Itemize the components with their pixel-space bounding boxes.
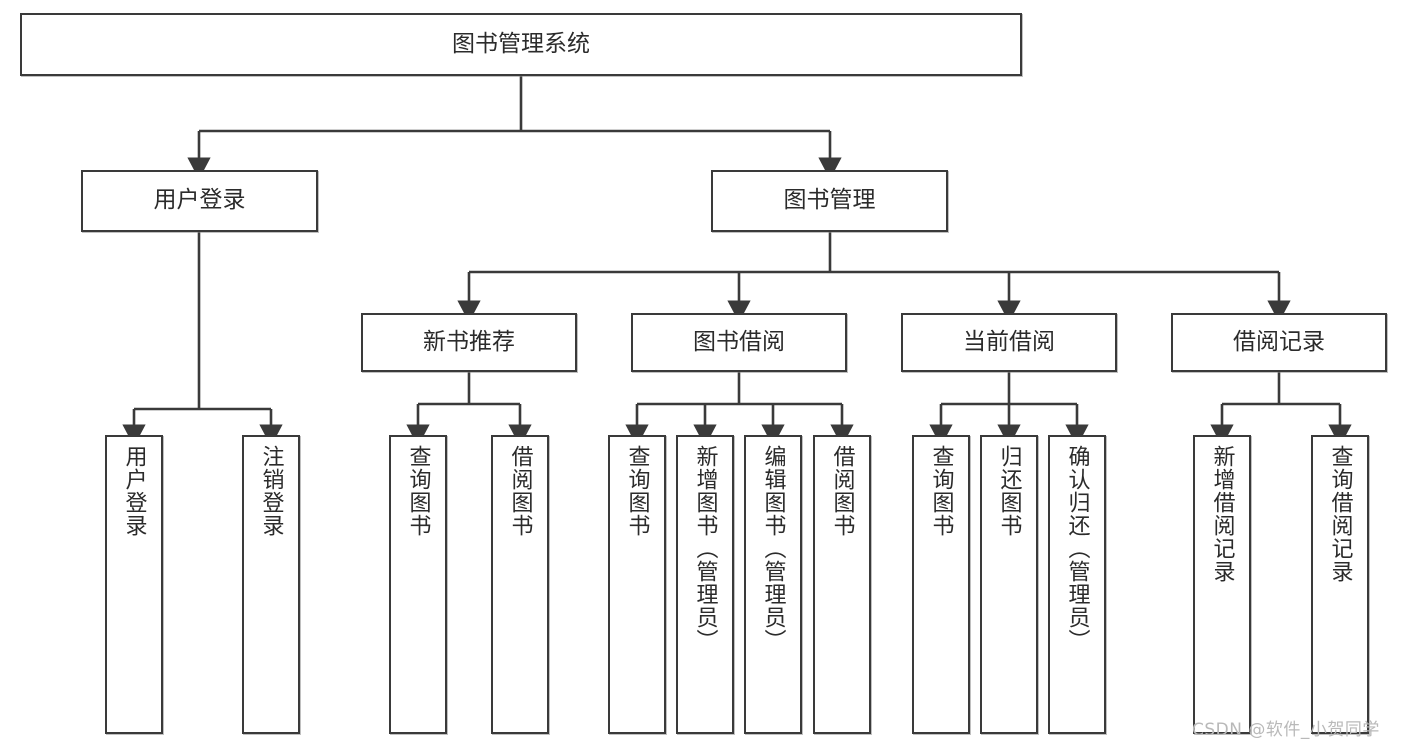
node-leaf-query-book-1[interactable]: 查询图书: [389, 435, 447, 734]
node-label: 借阅图书: [507, 445, 533, 537]
node-label: 注销登录: [258, 445, 284, 537]
node-leaf-query-book-2[interactable]: 查询图书: [608, 435, 666, 734]
node-label: 新增借阅记录: [1209, 445, 1235, 583]
node-user-login[interactable]: 用户登录: [81, 170, 318, 232]
node-label: 图书管理系统: [452, 30, 590, 57]
node-label: 归还图书: [996, 445, 1022, 537]
node-label: 图书借阅: [693, 328, 785, 355]
node-leaf-confirm-return[interactable]: 确认归还（管理员）: [1048, 435, 1106, 734]
node-label: 查询图书: [405, 445, 431, 537]
node-leaf-logout[interactable]: 注销登录: [242, 435, 300, 734]
node-new-book-recommend[interactable]: 新书推荐: [361, 313, 577, 372]
node-label: 借阅图书: [829, 445, 855, 537]
node-leaf-borrow-book-1[interactable]: 借阅图书: [491, 435, 549, 734]
node-label: 查询图书: [928, 445, 954, 537]
node-root-system[interactable]: 图书管理系统: [20, 13, 1022, 76]
node-current-borrow[interactable]: 当前借阅: [901, 313, 1117, 372]
node-leaf-query-record[interactable]: 查询借阅记录: [1311, 435, 1369, 734]
node-book-borrow[interactable]: 图书借阅: [631, 313, 847, 372]
node-label: 新书推荐: [423, 328, 515, 355]
node-label: 查询图书: [624, 445, 650, 537]
node-leaf-edit-book[interactable]: 编辑图书（管理员）: [744, 435, 802, 734]
node-label: 确认归还（管理员）: [1064, 445, 1090, 652]
node-borrow-record[interactable]: 借阅记录: [1171, 313, 1387, 372]
node-label: 查询借阅记录: [1327, 445, 1353, 583]
node-label: 借阅记录: [1233, 328, 1325, 355]
node-label: 当前借阅: [963, 328, 1055, 355]
node-label: 图书管理: [783, 187, 876, 214]
node-leaf-return-book[interactable]: 归还图书: [980, 435, 1038, 734]
node-label: 编辑图书（管理员）: [760, 445, 786, 652]
node-label: 用户登录: [121, 445, 147, 537]
node-leaf-user-login[interactable]: 用户登录: [105, 435, 163, 734]
node-leaf-add-record[interactable]: 新增借阅记录: [1193, 435, 1251, 734]
node-book-manage[interactable]: 图书管理: [711, 170, 948, 232]
node-label: 用户登录: [153, 187, 246, 214]
node-leaf-add-book[interactable]: 新增图书（管理员）: [676, 435, 734, 734]
node-label: 新增图书（管理员）: [692, 445, 718, 652]
node-leaf-query-book-3[interactable]: 查询图书: [912, 435, 970, 734]
csdn-watermark: CSDN @软件_小贺同学: [1192, 720, 1380, 740]
node-leaf-borrow-book-2[interactable]: 借阅图书: [813, 435, 871, 734]
